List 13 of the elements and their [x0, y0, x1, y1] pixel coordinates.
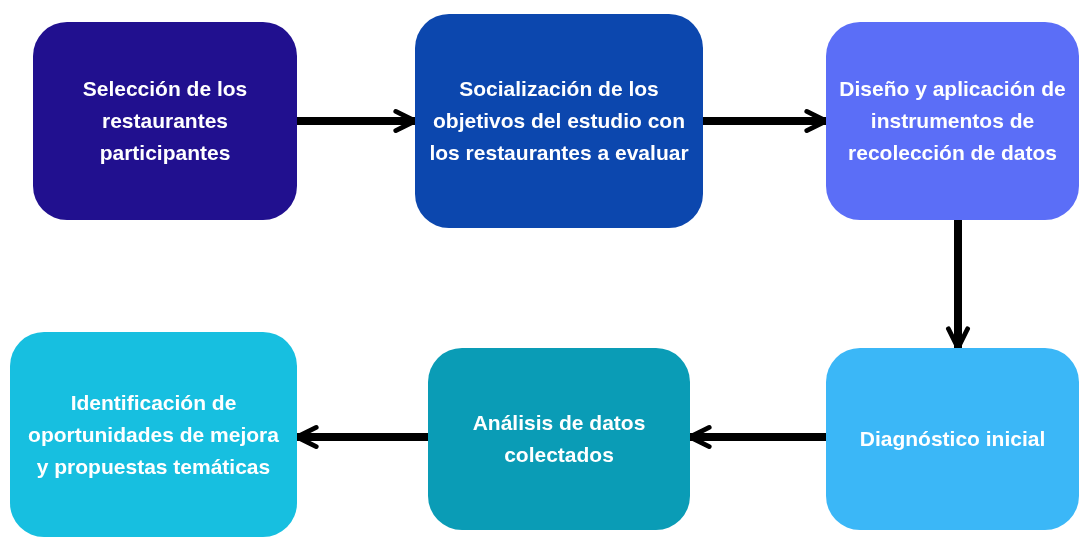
process-box [10, 332, 297, 537]
step-text: Diseño y aplicación de instrumentos de recolección de datos [838, 76, 1067, 166]
step-text: Análisis de datos colectados [471, 410, 647, 468]
process-box [415, 14, 703, 228]
process-box [33, 22, 297, 220]
step-text: Socialización de los objetivos del estudio con los restaurantes a evaluar [428, 76, 690, 166]
process-box [428, 348, 690, 530]
step-text: Selección de los restaurantes participantes [81, 76, 249, 166]
step-text: Identificación de oportunidades de mejora y propuestas temáticas [27, 389, 280, 480]
process-box [826, 348, 1079, 530]
step-text: Diagnóstico inicial [859, 426, 1046, 452]
arrow [946, 220, 970, 351]
process-box [826, 22, 1079, 220]
